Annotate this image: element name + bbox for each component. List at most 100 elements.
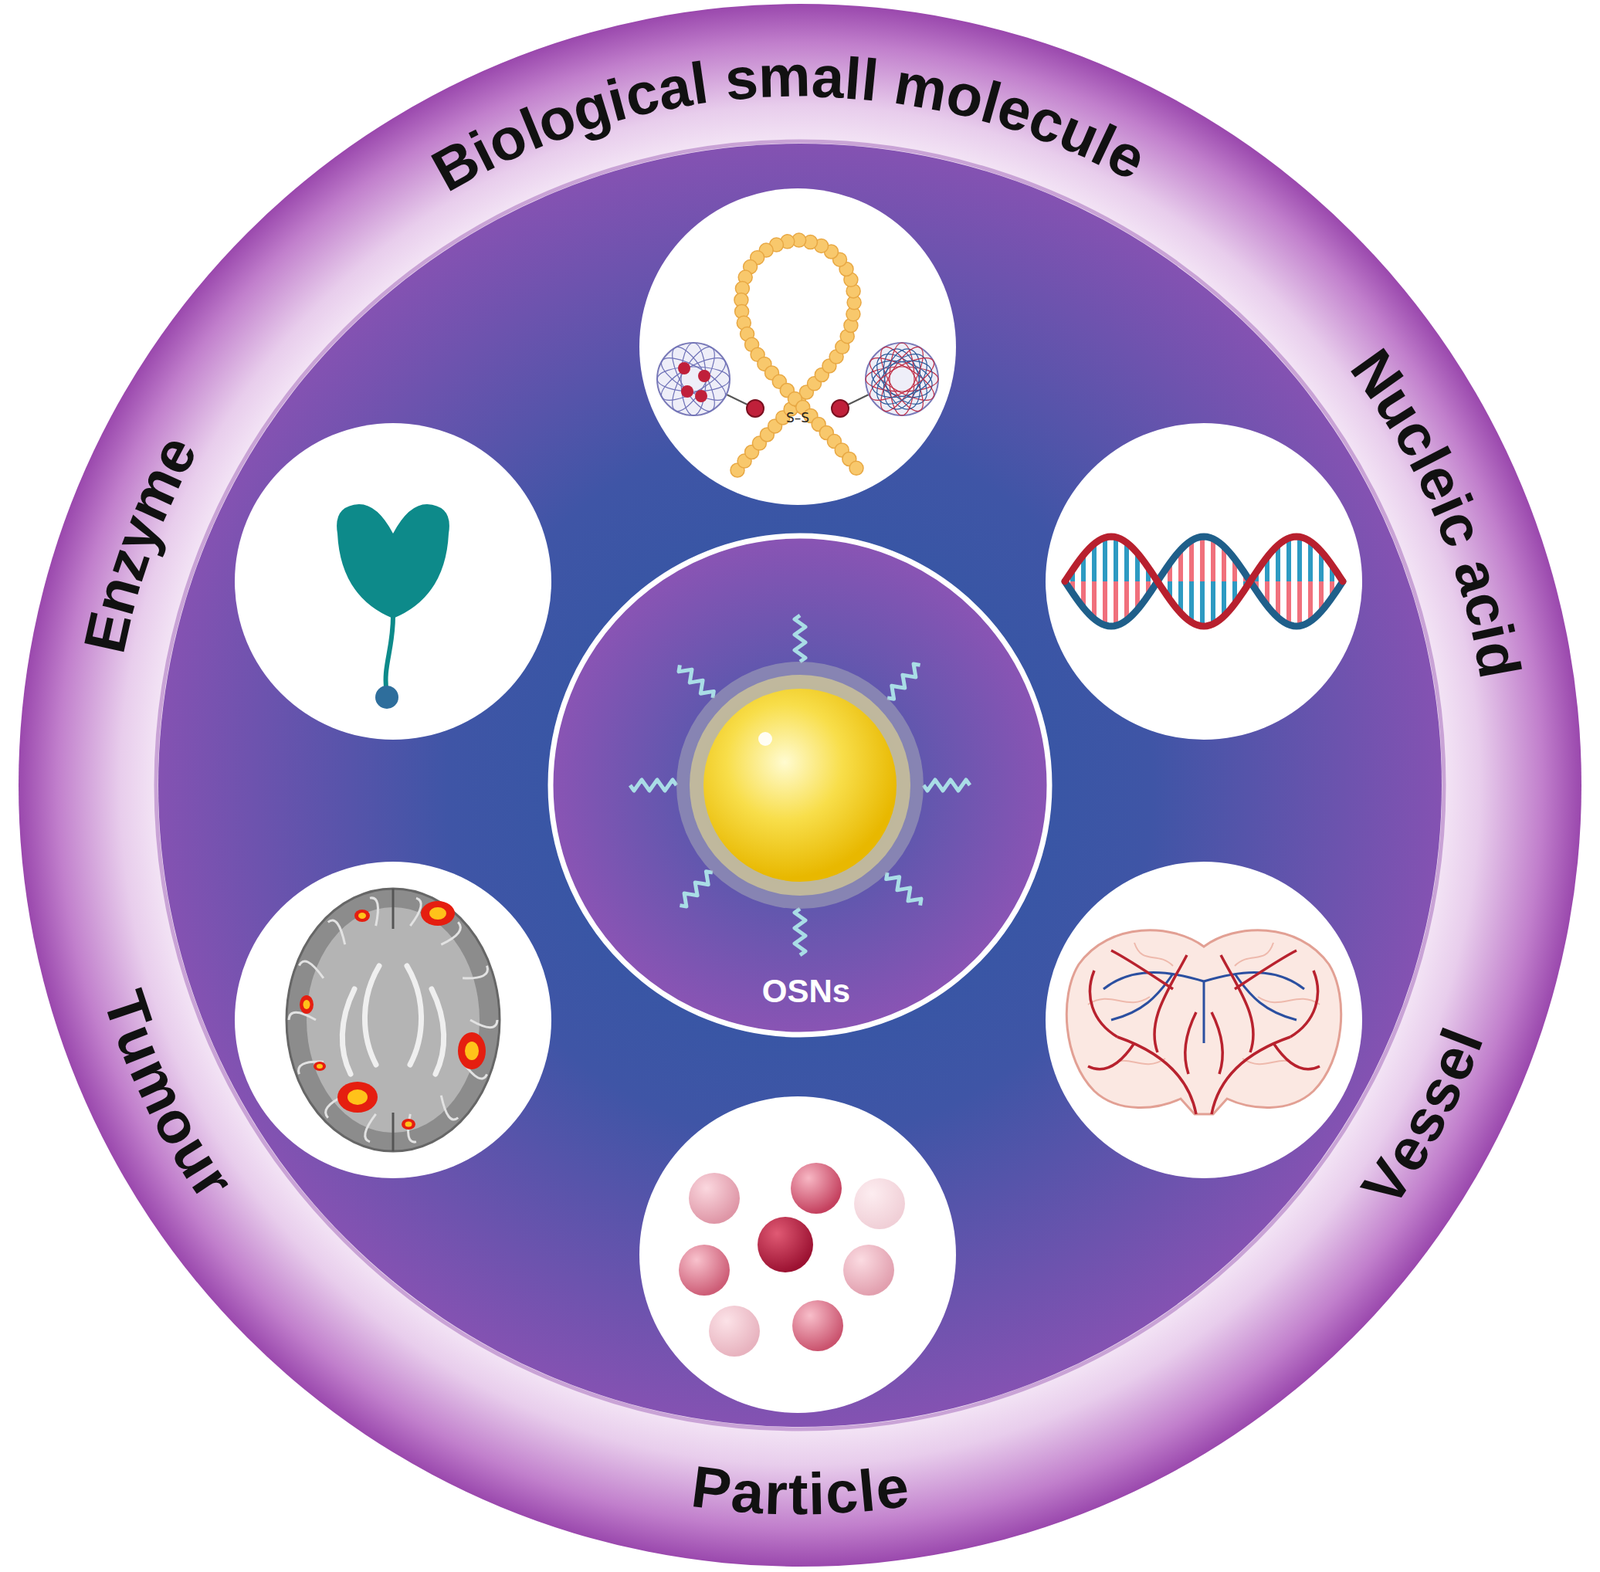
- illustration-part: [369, 898, 378, 926]
- illustration-part: [1154, 955, 1187, 1053]
- illustration-part: [792, 1300, 844, 1352]
- illustration-part: [1134, 942, 1173, 967]
- illustration-part: [354, 909, 370, 923]
- ring-label-letter: a: [728, 1461, 767, 1523]
- illustration-part: [1210, 538, 1216, 582]
- illustration-part: [1200, 536, 1205, 582]
- particle-icon: [678, 1162, 906, 1357]
- ligand: [923, 779, 970, 791]
- illustration-part: [1064, 536, 1343, 627]
- illustration-part: [462, 966, 488, 979]
- illustration-part: [429, 907, 447, 920]
- illustration-part: [1210, 581, 1216, 624]
- illustration-part: [1189, 581, 1194, 623]
- illustration-part: [365, 1114, 377, 1143]
- illustration-part: [1064, 536, 1343, 627]
- ligand: [886, 872, 922, 906]
- illustration-part: [286, 888, 500, 1152]
- illustration-part: [386, 616, 394, 695]
- ligand: [887, 664, 921, 699]
- inner-disc: [158, 143, 1442, 1428]
- illustration-part: [358, 912, 367, 919]
- dna-icon: [1064, 536, 1343, 627]
- white-circle: [1045, 423, 1363, 740]
- ring-label-letter: a: [810, 47, 845, 108]
- illustration-part: [873, 341, 932, 417]
- vessel-icon: [1066, 930, 1341, 1115]
- illustration-part: [337, 1081, 378, 1113]
- nanoparticle-core: [703, 688, 897, 882]
- illustration-part: [1102, 537, 1108, 582]
- illustration-part: [865, 342, 939, 416]
- illustration-part: [1200, 581, 1205, 627]
- illustration-part: [1297, 581, 1302, 627]
- illustration-part: [867, 354, 937, 404]
- illustration-part: [1113, 537, 1119, 582]
- illustration-part: [1189, 540, 1194, 582]
- illustration-part: [457, 1032, 486, 1070]
- illustration-part: [831, 400, 849, 417]
- illustration-part: [864, 350, 939, 409]
- illustration-part: [375, 685, 399, 709]
- illustration-part: [1211, 1012, 1223, 1075]
- illustration-part: [431, 989, 445, 1075]
- illustration-part: [1308, 541, 1313, 582]
- illustration-part: [392, 888, 395, 1152]
- illustration-part: [298, 961, 324, 979]
- chain-icon: [655, 233, 939, 478]
- illustration-part: [1297, 536, 1302, 582]
- illustration-part: [1234, 950, 1297, 990]
- illustration-part: [464, 1041, 479, 1061]
- enzyme-icon: [336, 504, 450, 709]
- illustration-part: [303, 1000, 311, 1010]
- illustration-part: [410, 898, 421, 926]
- illustration-part: [877, 345, 926, 414]
- illustration-part: [655, 350, 731, 409]
- white-circle: [639, 1096, 956, 1414]
- illustration-part: [843, 1244, 895, 1296]
- illustration-part: [1088, 996, 1150, 1005]
- ring-label-letter: s: [722, 48, 760, 110]
- illustration-part: [328, 920, 346, 945]
- illustration-part: [867, 345, 936, 414]
- illustration-part: [737, 240, 858, 471]
- illustration-part: [364, 966, 380, 1065]
- ligand: [630, 779, 677, 791]
- illustration-part: [657, 342, 730, 416]
- illustration-part: [1308, 581, 1313, 622]
- illustration-part: [689, 674, 911, 896]
- ring-label-letter: P: [688, 1457, 735, 1521]
- illustration-part: [864, 350, 939, 409]
- illustration-part: [1089, 970, 1118, 1038]
- ligand: [678, 664, 714, 699]
- illustration-part: [299, 995, 314, 1014]
- illustration-part: [1286, 581, 1292, 625]
- illustration-part: [698, 369, 711, 383]
- illustration-part: [550, 535, 1050, 1035]
- illustration-part: [873, 341, 932, 417]
- illustration-part: [1102, 581, 1108, 626]
- bead: [849, 461, 864, 475]
- illustration-part: [877, 345, 926, 414]
- illustration-part: [889, 342, 915, 416]
- tumour-icon: [286, 888, 500, 1152]
- illustration-part: [757, 1216, 814, 1273]
- ligand: [794, 908, 806, 956]
- illustration-part: [1220, 955, 1254, 1053]
- illustration-part: [1257, 996, 1320, 1005]
- illustration-part: [316, 1064, 323, 1069]
- ligand: [794, 615, 806, 662]
- illustration-part: [1066, 930, 1341, 1115]
- illustration-part: [406, 966, 422, 1065]
- outer-band: [18, 3, 1582, 1567]
- ring-label-letter: m: [757, 46, 811, 106]
- illustration-part: [440, 922, 461, 945]
- white-circle: [234, 861, 552, 1179]
- illustration-part: [306, 907, 480, 1133]
- ring-label-letter: c: [823, 1462, 861, 1523]
- illustration-part: [1185, 1012, 1197, 1075]
- illustration-part: [1203, 981, 1206, 1044]
- illustration-part: [336, 504, 450, 619]
- illustration-part: [664, 341, 723, 417]
